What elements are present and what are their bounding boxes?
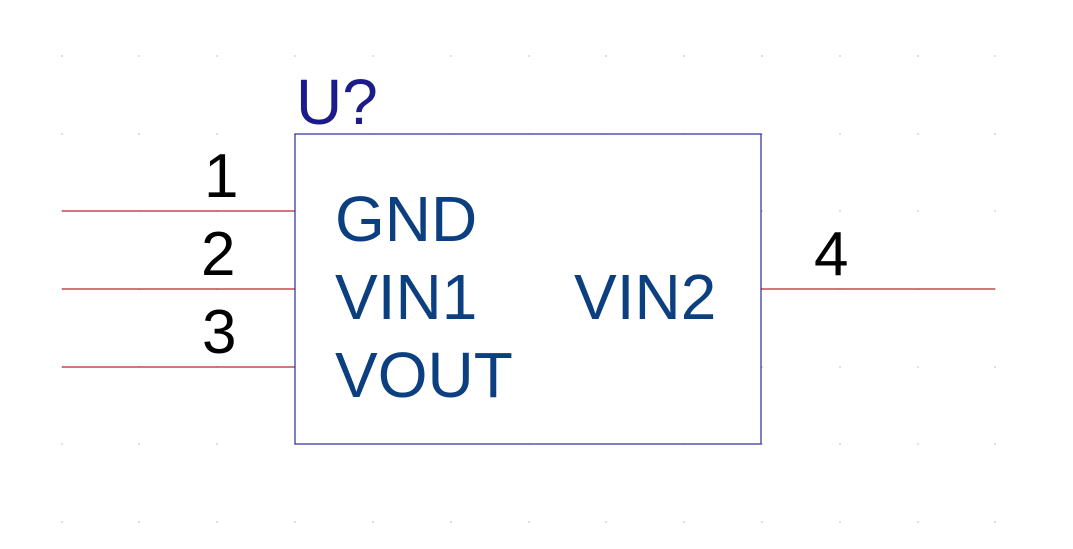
pin-4-name: VIN2 [574,261,716,333]
grid-dot [761,55,763,57]
pin-1-number: 1 [204,142,238,211]
grid-dot [528,521,530,523]
grid-dot [605,55,607,57]
grid-dot [917,521,919,523]
grid-dot [917,210,919,212]
grid-dot [761,521,763,523]
grid-dot [839,133,841,135]
grid-dot [994,210,996,212]
grid-dot [294,55,296,57]
grid-dot [216,133,218,135]
grid-dot [839,443,841,445]
grid-dot [372,55,374,57]
grid-dot [216,55,218,57]
grid-dot [994,443,996,445]
grid-dot [683,521,685,523]
grid-dot [994,133,996,135]
grid-dot [450,55,452,57]
grid-dot [138,55,140,57]
pin-1-name: GND [335,183,477,255]
pin-3-name: VOUT [335,339,513,411]
grid-dot [216,443,218,445]
grid-dot [994,366,996,368]
pin-2-number: 2 [201,220,235,289]
grid-dot [61,133,63,135]
pin-3-number: 3 [202,298,236,367]
grid-dot [61,55,63,57]
grid-dot [994,55,996,57]
grid-dot [61,443,63,445]
grid-dot [450,521,452,523]
grid-dot [839,521,841,523]
grid-dot [61,521,63,523]
pin-2-name: VIN1 [335,261,477,333]
grid-dot [138,521,140,523]
grid-dot [839,210,841,212]
grid-dot [917,133,919,135]
grid-dot [839,55,841,57]
grid-dot [683,55,685,57]
reference-designator[interactable]: U? [296,66,378,138]
grid-dot [917,366,919,368]
grid-dot [294,521,296,523]
grid-dot [372,521,374,523]
grid-dot [839,366,841,368]
grid-dot [528,55,530,57]
grid-dot [138,133,140,135]
grid-dot [605,521,607,523]
grid-dot [216,521,218,523]
grid-dot [138,443,140,445]
component-body[interactable] [294,133,762,445]
pin-4-number: 4 [814,220,848,289]
grid-dot [994,521,996,523]
grid-dot [917,55,919,57]
grid-dot [917,443,919,445]
